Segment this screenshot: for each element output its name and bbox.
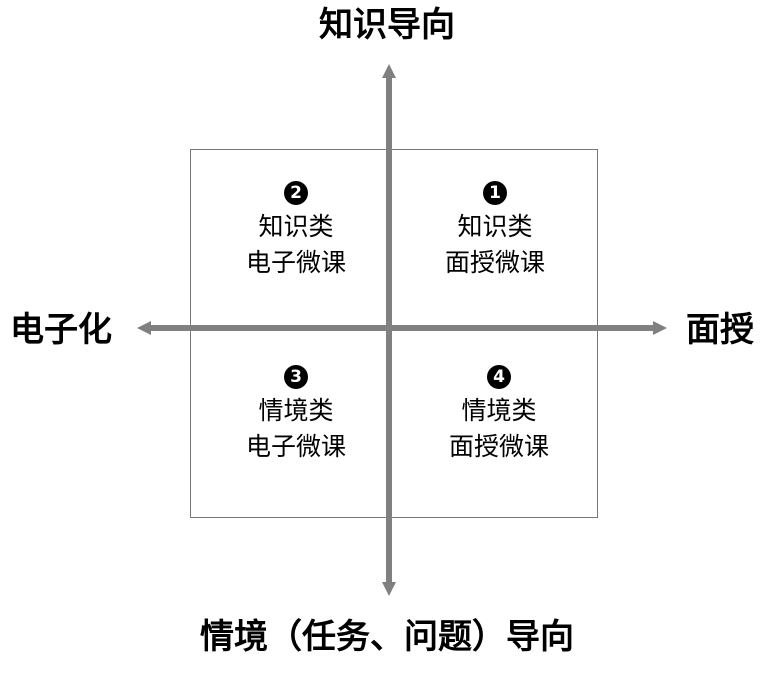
quadrant-subtitle: 电子微课 — [245, 248, 346, 277]
horizontal-axis — [146, 325, 658, 331]
quadrant-3: 3 情境类 电子微课 — [196, 356, 396, 465]
quadrant-subtitle: 面授微课 — [448, 432, 549, 461]
number-badge: 1 — [483, 181, 507, 205]
number-badge: 3 — [284, 365, 308, 389]
axis-label-right: 面授 — [686, 310, 754, 350]
arrow-down-icon — [382, 582, 396, 596]
quadrant-subtitle: 面授微课 — [444, 248, 545, 277]
axis-label-left: 电子化 — [10, 310, 112, 350]
quadrant-2: 2 知识类 电子微课 — [196, 172, 396, 281]
quadrant-title: 情境类 — [258, 396, 334, 425]
quadrant-1: 1 知识类 面授微课 — [395, 172, 595, 281]
axis-label-bottom: 情境（任务、问题）导向 — [200, 617, 574, 657]
quadrant-title: 知识类 — [457, 212, 533, 241]
quadrant-box — [190, 149, 598, 518]
number-badge: 2 — [284, 181, 308, 205]
quadrant-subtitle: 电子微课 — [245, 432, 346, 461]
arrow-up-icon — [382, 64, 396, 78]
arrow-right-icon — [653, 321, 667, 335]
arrow-left-icon — [137, 321, 151, 335]
axis-label-top: 知识导向 — [319, 5, 455, 45]
quadrant-title: 情境类 — [461, 396, 537, 425]
number-badge: 4 — [487, 365, 511, 389]
quadrant-title: 知识类 — [258, 212, 334, 241]
quadrant-4: 4 情境类 面授微课 — [399, 356, 599, 465]
